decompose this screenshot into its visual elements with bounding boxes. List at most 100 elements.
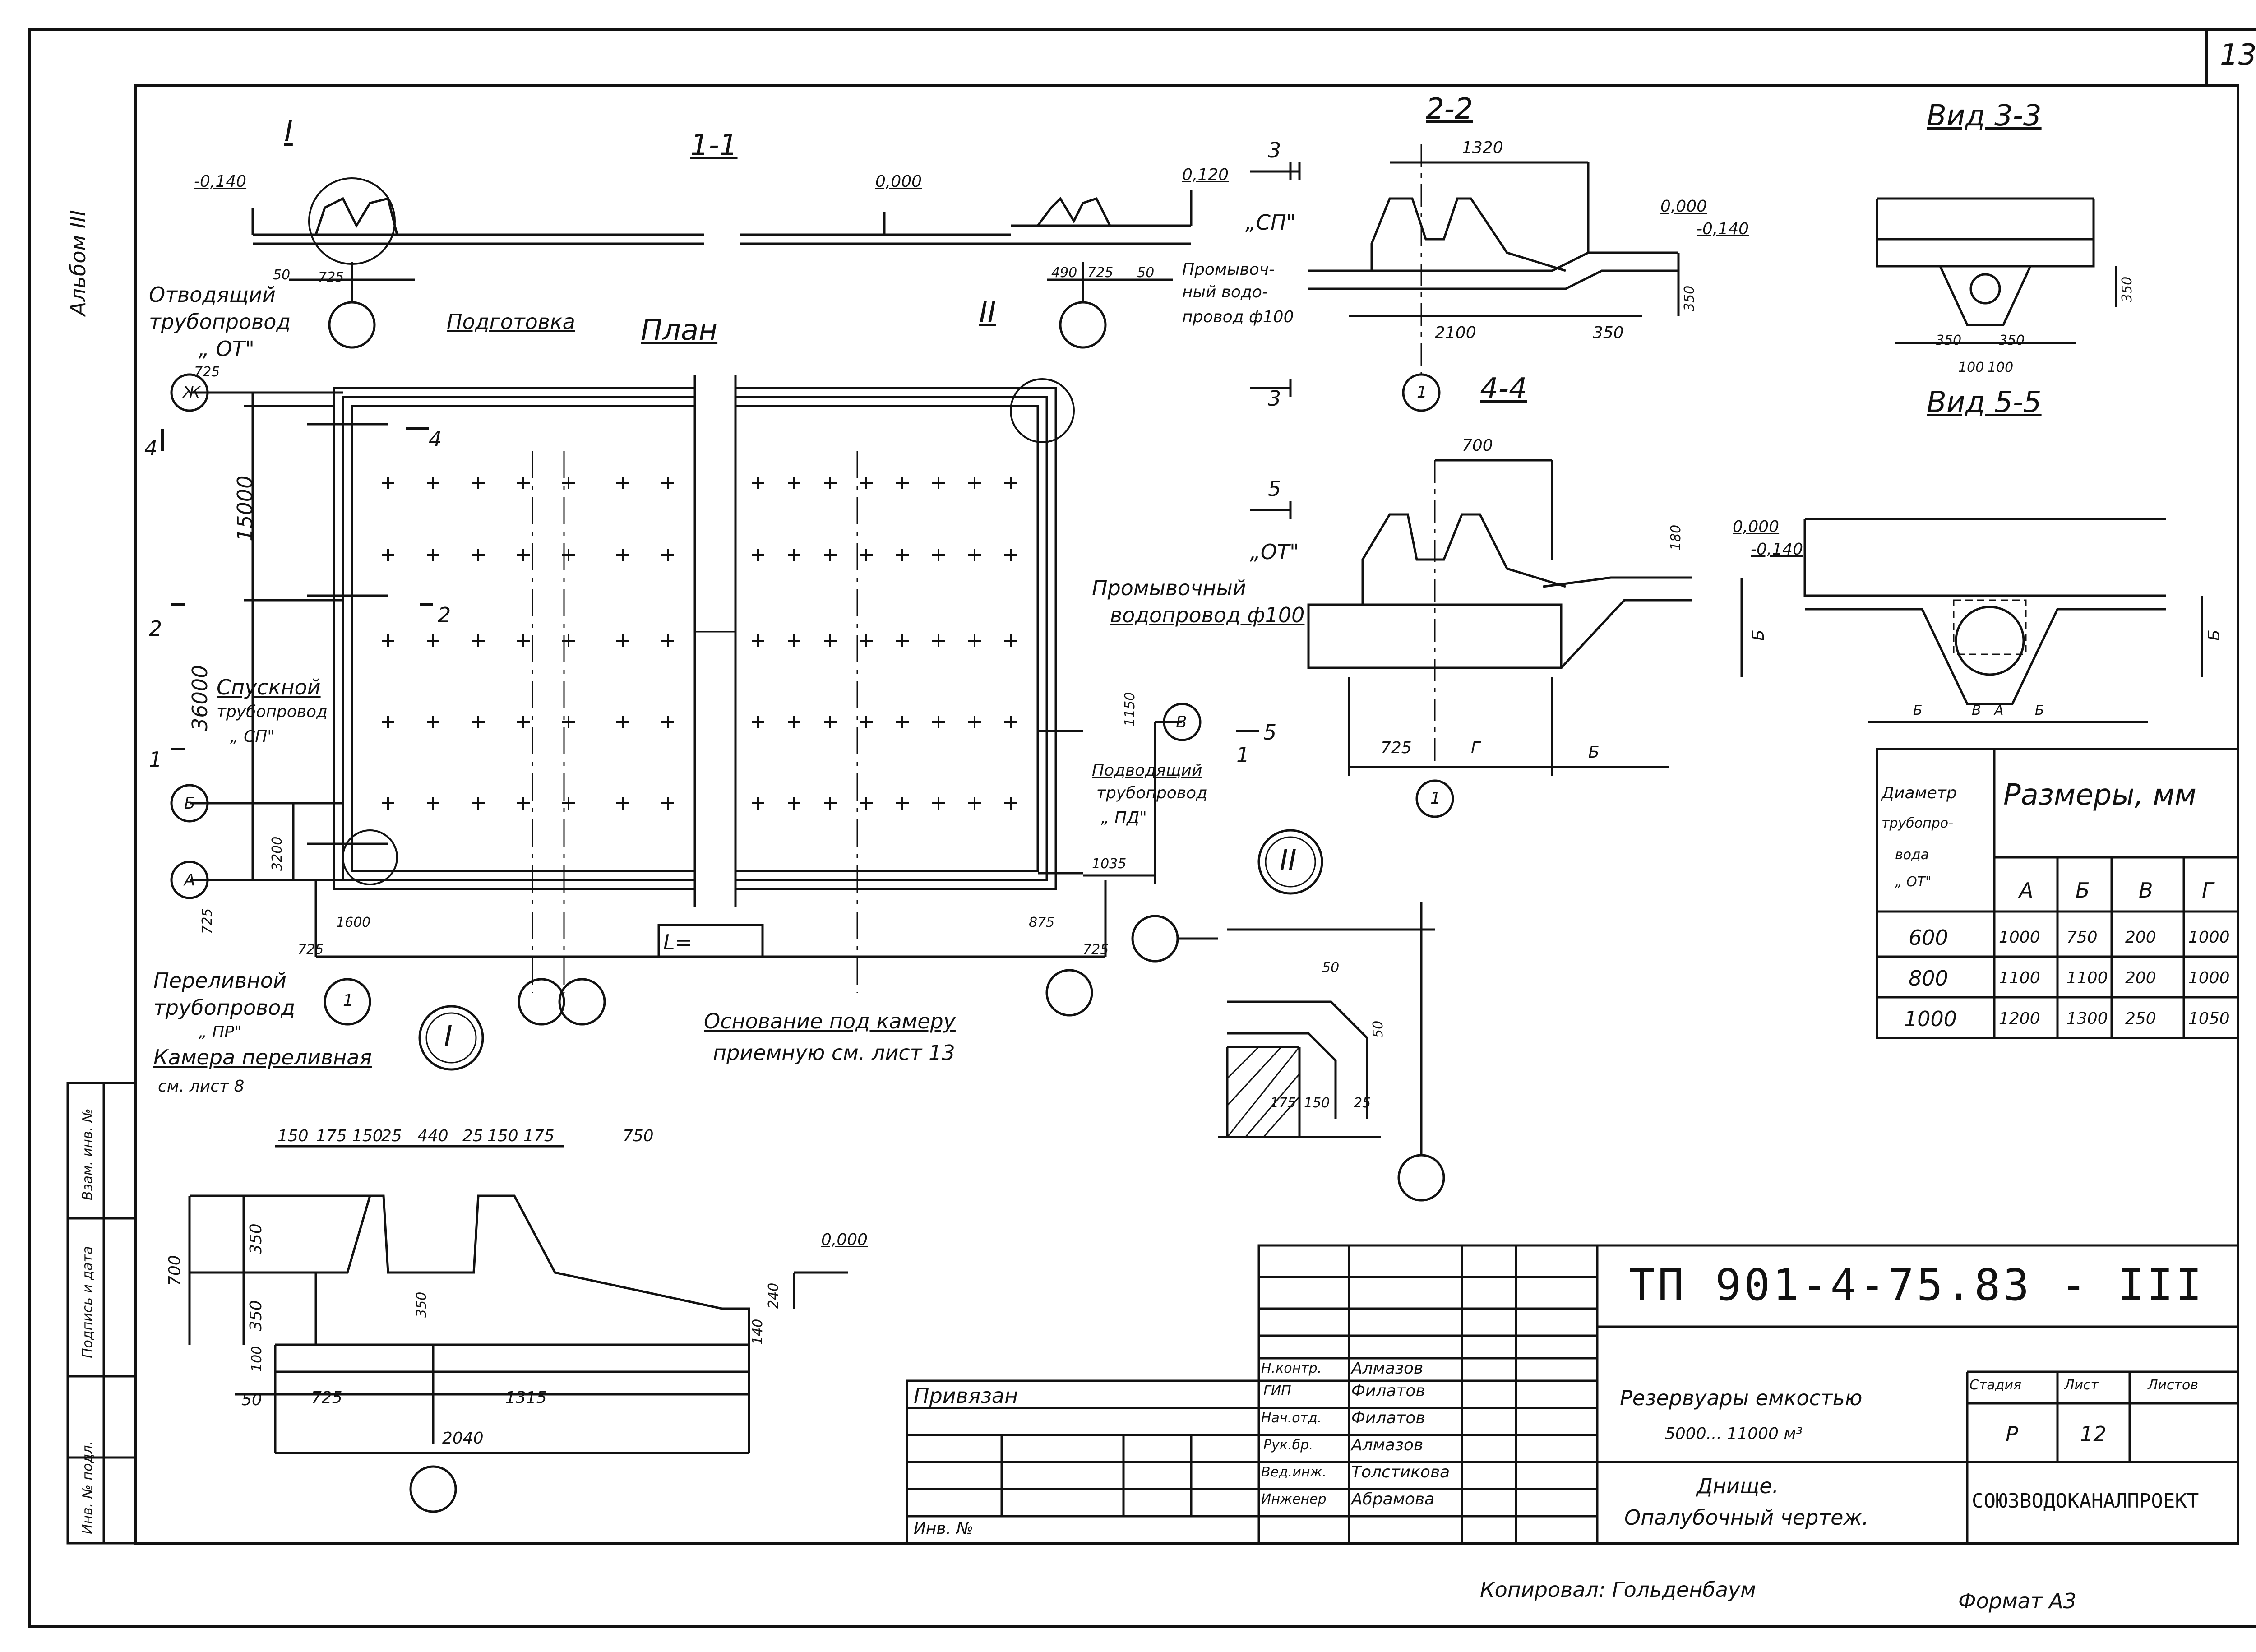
- section-2-2-drawing: [1250, 144, 1680, 412]
- cut-3-upper: 3: [1268, 138, 1281, 162]
- org-name: СОЮЗВОДОКАНАЛПРОЕКТ: [1972, 1490, 2199, 1513]
- tb-role-1: Н.контр.: [1261, 1360, 1322, 1376]
- sheets-head: Листов: [2148, 1377, 2199, 1393]
- dim-875: 875: [1029, 915, 1055, 930]
- v33-dim-100b: 100: [1988, 360, 2014, 375]
- v55-dim-a: А: [1994, 703, 2004, 718]
- nI-top-9: 750: [623, 1127, 654, 1145]
- nI-dim-50: 50: [241, 1391, 262, 1409]
- table-r1-g: 1000: [2188, 928, 2230, 947]
- label-podvod-2: трубопровод: [1096, 784, 1207, 802]
- dim-725: 725: [318, 269, 344, 285]
- node-I-callout: I: [284, 115, 293, 148]
- label-osnovanie-2: приемную см. лист 13: [713, 1041, 955, 1065]
- footer-format: Формат А3: [1958, 1589, 2076, 1613]
- label-kamera-2: см. лист 8: [158, 1077, 245, 1096]
- table-r2-a: 1100: [1999, 969, 2040, 987]
- dim-50b: 50: [1137, 265, 1155, 281]
- view-5-5-title: Вид 5-5: [1927, 386, 2042, 419]
- tb-role-3: Нач.отд.: [1261, 1410, 1322, 1426]
- table-r2-b: 1100: [2066, 969, 2108, 987]
- nII-dim-150: 150: [1304, 1095, 1330, 1111]
- cut-2-left: 2: [149, 616, 162, 641]
- v33-dim-350v: 350: [2119, 276, 2135, 302]
- tb-role-4: Рук.бр.: [1263, 1437, 1313, 1453]
- table-head-d2: трубопро-: [1882, 815, 1953, 831]
- s44-dim-700: 700: [1462, 436, 1493, 455]
- table-r3-v: 250: [2125, 1009, 2156, 1028]
- nI-top-4: 25: [381, 1127, 402, 1145]
- nI-dim-350c: 350: [414, 1291, 430, 1318]
- label-kamera-1: Камера переливная: [153, 1045, 372, 1069]
- label-spusk-3: „ СП": [230, 727, 275, 746]
- tb-role-2: ГИП: [1263, 1383, 1291, 1399]
- cut-4-left: 4: [144, 436, 158, 460]
- tb-name-5: Толстикова: [1351, 1463, 1450, 1481]
- s22-promyv-1: Промывоч-: [1182, 260, 1275, 279]
- s44-dim-725: 725: [1381, 739, 1412, 757]
- v55-dim-v1: В: [1972, 703, 1981, 718]
- label-spusk-1: Спускной: [217, 675, 321, 699]
- label-podgotovka: Подготовка: [447, 310, 575, 334]
- s22-dim-350v: 350: [1682, 285, 1697, 311]
- node-II-detail-drawing: [1131, 829, 1445, 1202]
- dim-15000: 15000: [233, 475, 257, 541]
- v33-dim-350b: 350: [1999, 333, 2025, 348]
- nII-dim-175: 175: [1270, 1095, 1296, 1111]
- dim-50: 50: [273, 267, 291, 283]
- table-head-group: Размеры, мм: [2003, 778, 2196, 812]
- s44-dim-g: Г: [1471, 739, 1480, 757]
- section-1-1-title: 1-1: [690, 129, 738, 162]
- nI-top-8: 175: [523, 1127, 555, 1145]
- table-r1-d: 600: [1909, 925, 1948, 950]
- v55-dim-bv: Б: [2205, 629, 2224, 641]
- nI-dim-350b: 350: [247, 1300, 265, 1331]
- nI-top-3: 150: [352, 1127, 383, 1145]
- title-block-grid: [906, 1244, 2239, 1545]
- side-stamp-cell-3: Инв. № подл.: [80, 1441, 96, 1534]
- nI-dim-700: 700: [166, 1255, 184, 1286]
- s44-level-m: -0,140: [1751, 540, 1803, 559]
- dim-1600: 1600: [336, 915, 371, 930]
- v33-dim-100a: 100: [1958, 360, 1984, 375]
- label-promyv-2: водопровод ф100: [1110, 603, 1305, 627]
- s22-promyv-3: провод ф100: [1182, 308, 1294, 326]
- object-line-2: 5000... 11000 м³: [1665, 1425, 1803, 1443]
- dim-725-bottom: 725: [199, 908, 215, 934]
- dim-1150: 1150: [1122, 692, 1138, 727]
- cut-5-upper: 5: [1268, 477, 1281, 501]
- label-osnovanie-1: Основание под камеру: [704, 1009, 956, 1033]
- table-r2-v: 200: [2125, 969, 2156, 987]
- nI-top-6: 25: [462, 1127, 483, 1145]
- sheet-value: 12: [2080, 1422, 2107, 1446]
- side-stamp-cell-1: Взам. инв. №: [80, 1108, 96, 1200]
- section-4-4-drawing: [1250, 459, 1743, 818]
- section-2-2-title: 2-2: [1426, 93, 1473, 126]
- label-privyazan: Привязан: [914, 1384, 1018, 1408]
- nI-top-2: 175: [316, 1127, 347, 1145]
- table-r3-a: 1200: [1999, 1009, 2040, 1028]
- label-spusk-2: трубопровод: [217, 703, 328, 721]
- plan-axis-1: 1: [343, 991, 353, 1010]
- dim-1035: 1035: [1092, 856, 1127, 872]
- dims-table-grid: [1876, 748, 2239, 1039]
- cut-1-right: 1: [1236, 743, 1250, 767]
- footer-copied: Копировал: Гольденбаум: [1480, 1578, 1756, 1602]
- label-podvod-3: „ ПД": [1101, 809, 1147, 827]
- dim-725b: 725: [1087, 265, 1114, 281]
- nI-top-7: 150: [487, 1127, 518, 1145]
- v55-dim-b1: Б: [1913, 703, 1923, 718]
- label-inv: Инв. №: [914, 1519, 974, 1538]
- dim-725-right: 725: [1083, 942, 1109, 958]
- s44-level-0: 0,000: [1733, 518, 1780, 536]
- s22-dim-2100: 2100: [1435, 324, 1476, 342]
- object-line-1: Резервуары емкостью: [1620, 1386, 1863, 1410]
- tb-name-2: Филатов: [1351, 1382, 1425, 1400]
- nI-dim-1315: 1315: [505, 1388, 547, 1407]
- table-head-d3: вода: [1895, 847, 1929, 863]
- s22-dim-350: 350: [1593, 324, 1624, 342]
- table-head-d4: „ ОТ": [1895, 874, 1932, 890]
- sheet-title-1: Днище.: [1697, 1474, 1779, 1498]
- table-col-g: Г: [2202, 878, 2214, 902]
